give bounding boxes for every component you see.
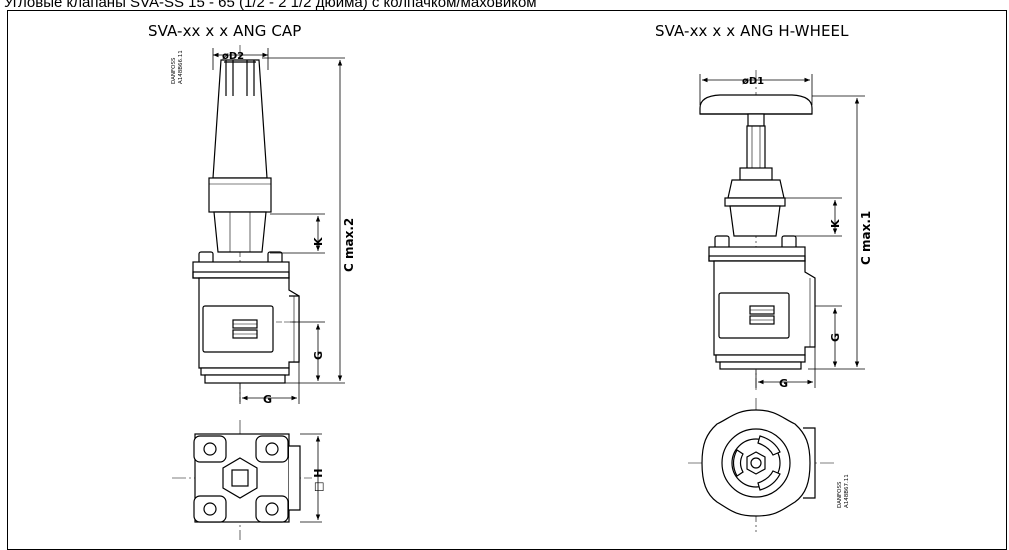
svg-text:A148B67.11: A148B67.11 [844, 474, 850, 508]
left-stamp: DANFOSS A148B66.11 [171, 50, 184, 84]
page-title: Угловые клапаны SVA-SS 15 - 65 (1/2 - 2 … [4, 0, 537, 11]
left-drawing-title: SVA-xx x x ANG CAP [148, 22, 302, 40]
right-drawing-title: SVA-xx x x ANG H-WHEEL [655, 22, 849, 40]
left-top-dimensions [300, 433, 322, 523]
left-dim-h-label: □ H [312, 469, 325, 492]
left-dim-k-label: K [312, 237, 325, 246]
left-valve-side-view [192, 45, 300, 402]
left-dim-d2-label: øD2 [222, 51, 244, 62]
right-dimensions [699, 74, 865, 388]
right-dim-g-horizontal-label: G [779, 377, 788, 390]
svg-text:A148B66.11: A148B66.11 [178, 50, 184, 84]
svg-text:DANFOSS: DANFOSS [837, 481, 843, 508]
left-dim-g-vertical-label: G [312, 351, 325, 360]
left-dim-g-horizontal-label: G [263, 393, 272, 406]
right-dim-k-label: K [829, 219, 842, 228]
left-valve-top-view [172, 420, 312, 540]
left-dim-c-label: C max.2 [342, 218, 356, 272]
right-valve-side-view [699, 70, 816, 390]
right-dim-c-label: C max.1 [859, 211, 873, 265]
svg-text:DANFOSS: DANFOSS [171, 57, 177, 84]
right-stamp: DANFOSS A148B67.11 [837, 474, 850, 508]
right-dim-g-vertical-label: G [829, 333, 842, 342]
right-valve-top-view [688, 398, 835, 532]
left-dimensions [212, 48, 345, 404]
right-dim-d1-label: øD1 [742, 76, 764, 87]
